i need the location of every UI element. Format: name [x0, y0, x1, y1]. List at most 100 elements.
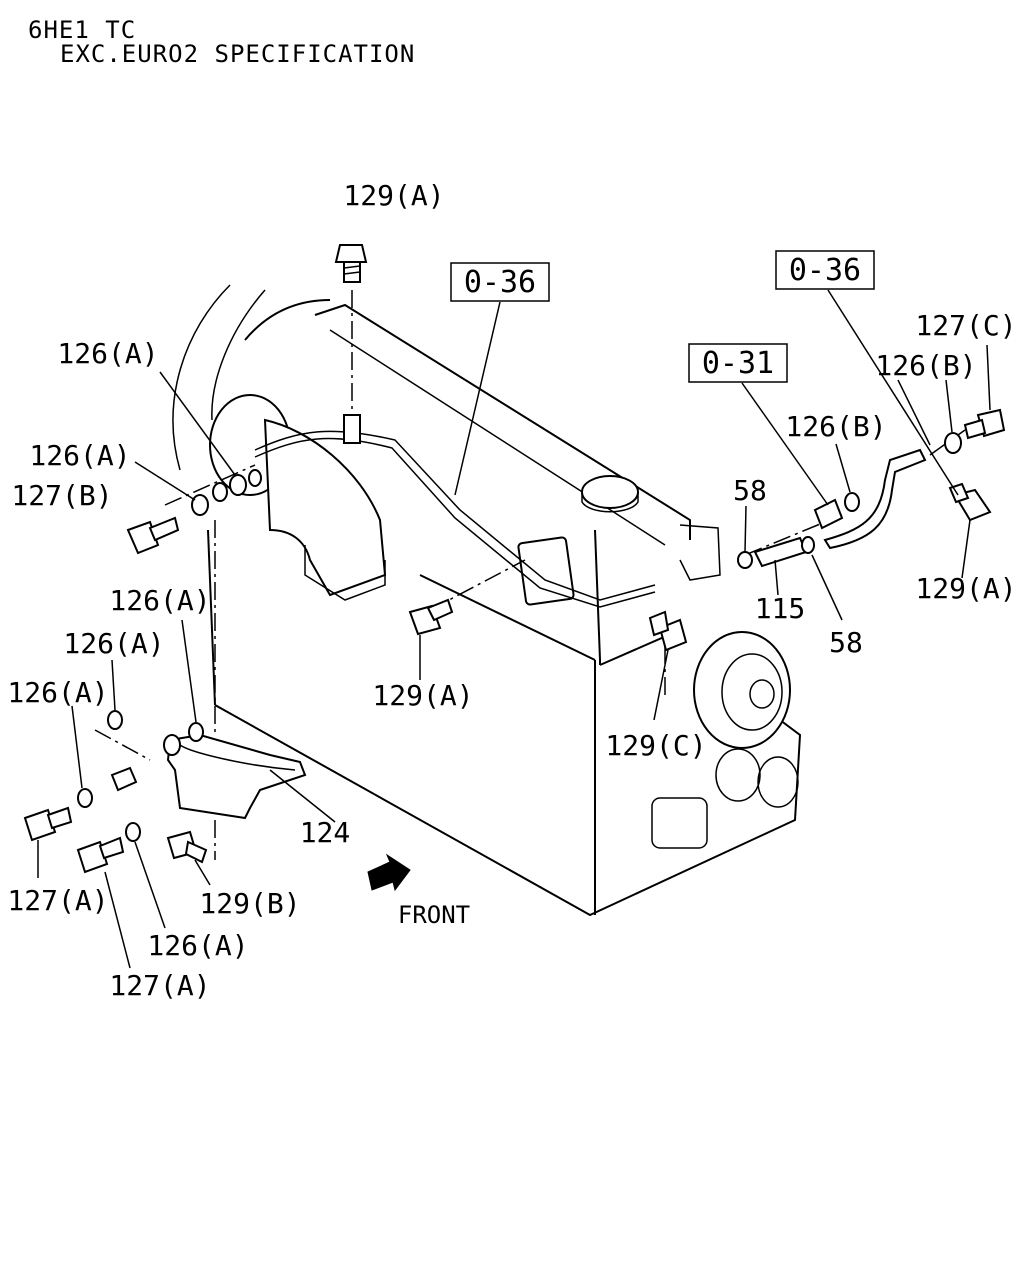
- callout-bolt-a-bottom: 127(A): [109, 969, 210, 1002]
- guide-right-washer: [929, 429, 966, 456]
- head-cover-top-edge: [314, 303, 691, 540]
- leader-washer-mid: [134, 461, 196, 501]
- front-cover-port-2: [757, 756, 799, 808]
- block-top-front-edge: [419, 574, 596, 661]
- bolt-129a-top: [334, 244, 368, 283]
- callout-pipe: 124: [300, 816, 351, 849]
- header-spec: EXC.EURO2 SPECIFICATION: [60, 40, 416, 68]
- washer-126a-l1: [188, 722, 204, 742]
- callout-washer-upper: 126(A): [57, 337, 158, 370]
- washer-126b-upper: [944, 432, 962, 454]
- leader-washer-upper: [159, 371, 236, 476]
- washer-126b-lower: [844, 492, 860, 512]
- oil-feed-pipe: [254, 430, 656, 601]
- guide-l-washers: [94, 729, 151, 761]
- callout-washer-l2: 126(A): [63, 627, 164, 660]
- banjo-fitting-turbo: [248, 469, 262, 487]
- ref-label-right: 0-31: [702, 346, 774, 381]
- front-cover-port-1: [715, 748, 761, 802]
- oil-filler-cap-side: [581, 492, 639, 513]
- callout-clamp-upper: 58: [733, 474, 767, 507]
- callout-bolt-b-lower: 129(B): [199, 887, 300, 920]
- callout-washer-l3: 126(A): [7, 676, 108, 709]
- leader-washer-bottom: [134, 841, 166, 929]
- oil-feed-flange: [517, 536, 575, 606]
- leader-clamp-lower: [811, 554, 843, 621]
- oil-feed-pipe-edge: [254, 437, 656, 608]
- washer-126a-upper: [229, 474, 247, 496]
- leader-hose: [774, 559, 779, 596]
- leader-washer-l3: [71, 705, 83, 789]
- bolt-127b: [126, 516, 180, 555]
- turbo-outlet-flange: [304, 545, 386, 601]
- bolt-129a-right: [948, 482, 992, 522]
- header-model: 6HE1 TC: [28, 16, 137, 44]
- crank-pulley: [693, 631, 791, 749]
- callout-bolt-right: 129(A): [915, 572, 1016, 605]
- clamp-58-upper: [737, 551, 753, 569]
- front-cover-plate: [651, 797, 708, 849]
- block-front-edge: [594, 529, 601, 665]
- leader-bolt-129a-right: [961, 519, 971, 579]
- ref-label-top-center: 0-36: [464, 265, 536, 300]
- bolt-127c: [963, 408, 1006, 440]
- callout-hose: 115: [755, 592, 806, 625]
- callout-labels: 129(A) 126(A) 126(A) 127(B) 127(C) 126(B…: [7, 179, 1016, 1002]
- washer-126a-l2: [107, 710, 123, 730]
- leader-washer-l1: [181, 619, 197, 723]
- leader-washer-b-top: [897, 379, 931, 446]
- callout-bolt-left: 127(B): [11, 479, 112, 512]
- turbo-outlet-elbow: [263, 418, 387, 597]
- ref-box-top-right: [775, 250, 875, 290]
- parts: [23, 244, 1006, 892]
- union-fitting-lower: [110, 766, 138, 792]
- callout-washer-l1: 126(A): [109, 584, 210, 617]
- leader-ref-right: [741, 382, 829, 506]
- block-rear-edge: [207, 529, 216, 706]
- callout-bolt-c-right: 127(C): [915, 309, 1016, 342]
- connector-126b: [813, 498, 844, 530]
- leader-bolt-127c: [986, 344, 991, 411]
- callout-washer-b-upper: 126(B): [875, 349, 976, 382]
- ref-box-top-center: [450, 262, 550, 302]
- leader-bolt-127a-bottom: [104, 871, 131, 969]
- callout-clamp-lower: 58: [829, 626, 863, 659]
- guide-left-bolt: [164, 464, 256, 506]
- ref-box-right: [688, 343, 788, 383]
- head-cover-ridge: [329, 329, 666, 546]
- washer-126a-mid: [191, 494, 209, 516]
- leader-bolt-129b: [194, 859, 211, 886]
- bolt-129b: [166, 830, 208, 864]
- leader-ref-top-center: [454, 301, 501, 496]
- flywheel-housing-outer: [172, 284, 231, 471]
- callout-washer-bottom: 126(A): [147, 929, 248, 962]
- callout-bolt-center: 129(A): [372, 679, 473, 712]
- callout-bolt-a-left: 127(A): [7, 884, 108, 917]
- crank-pulley-center: [749, 679, 775, 709]
- washer-126a-l3: [77, 788, 93, 808]
- bolt-127a-bottom: [76, 836, 125, 874]
- leader-washer-b-upper: [945, 379, 953, 433]
- banjo-fitting-lower: [163, 734, 181, 756]
- oil-filler-cap: [581, 475, 639, 509]
- reference-boxes: 0-36 0-36 0-31: [450, 250, 875, 383]
- leader-lines: [37, 289, 991, 969]
- crank-pulley-hub: [721, 653, 783, 731]
- front-direction-label: FRONT: [398, 901, 470, 929]
- washer-126a-bottom: [125, 822, 141, 842]
- washer-turbo-1: [212, 482, 228, 502]
- callout-top-bolt: 129(A): [343, 179, 444, 212]
- head-cover-rear: [244, 299, 331, 341]
- callout-washer-b-right: 126(B): [785, 410, 886, 443]
- leader-ref-top-right: [827, 289, 959, 496]
- leader-bolt-129c: [653, 649, 669, 721]
- pipe-clip-top: [343, 414, 361, 444]
- oil-return-pipe: [823, 448, 927, 550]
- hose-115: [753, 536, 808, 568]
- callout-bolt-c-lower: 129(C): [605, 729, 706, 762]
- ref-label-top-right: 0-36: [789, 253, 861, 288]
- clamp-58-lower: [801, 536, 815, 554]
- pipe-bracket-detail: [179, 744, 296, 771]
